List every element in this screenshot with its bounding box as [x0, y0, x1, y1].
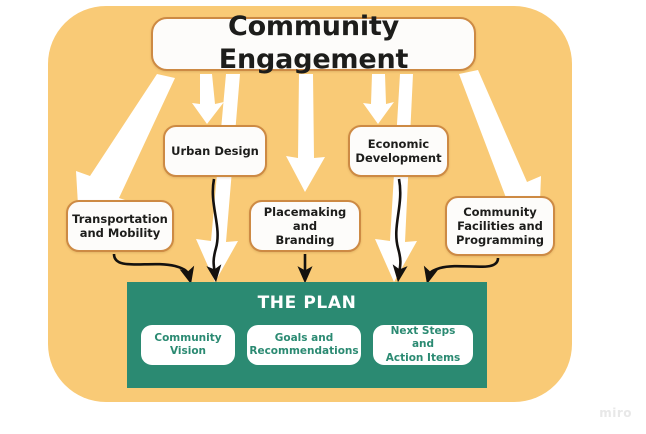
plan-panel-title: THE PLAN — [257, 293, 357, 313]
node-urban-design[interactable]: Urban Design — [163, 125, 267, 177]
node-community-facilities-and-programming[interactable]: Community Facilities and Programming — [445, 196, 555, 256]
node-transportation-and-mobility[interactable]: Transportation and Mobility — [66, 200, 174, 252]
miro-watermark: miro — [599, 406, 632, 420]
node-placemaking-and-branding[interactable]: Placemaking and Branding — [249, 200, 361, 252]
plan-item-goals-and-recommendations[interactable]: Goals and Recommendations — [247, 325, 361, 365]
plan-item-next-steps-and-action-items[interactable]: Next Steps and Action Items — [373, 325, 473, 365]
node-community-engagement[interactable]: Community Engagement — [151, 11, 476, 75]
node-economic-development[interactable]: Economic Development — [348, 125, 449, 177]
plan-item-community-vision[interactable]: Community Vision — [141, 325, 235, 365]
plan-panel: THE PLAN Community Vision Goals and Reco… — [127, 282, 487, 388]
plan-item-list: Community Vision Goals and Recommendatio… — [141, 325, 473, 365]
